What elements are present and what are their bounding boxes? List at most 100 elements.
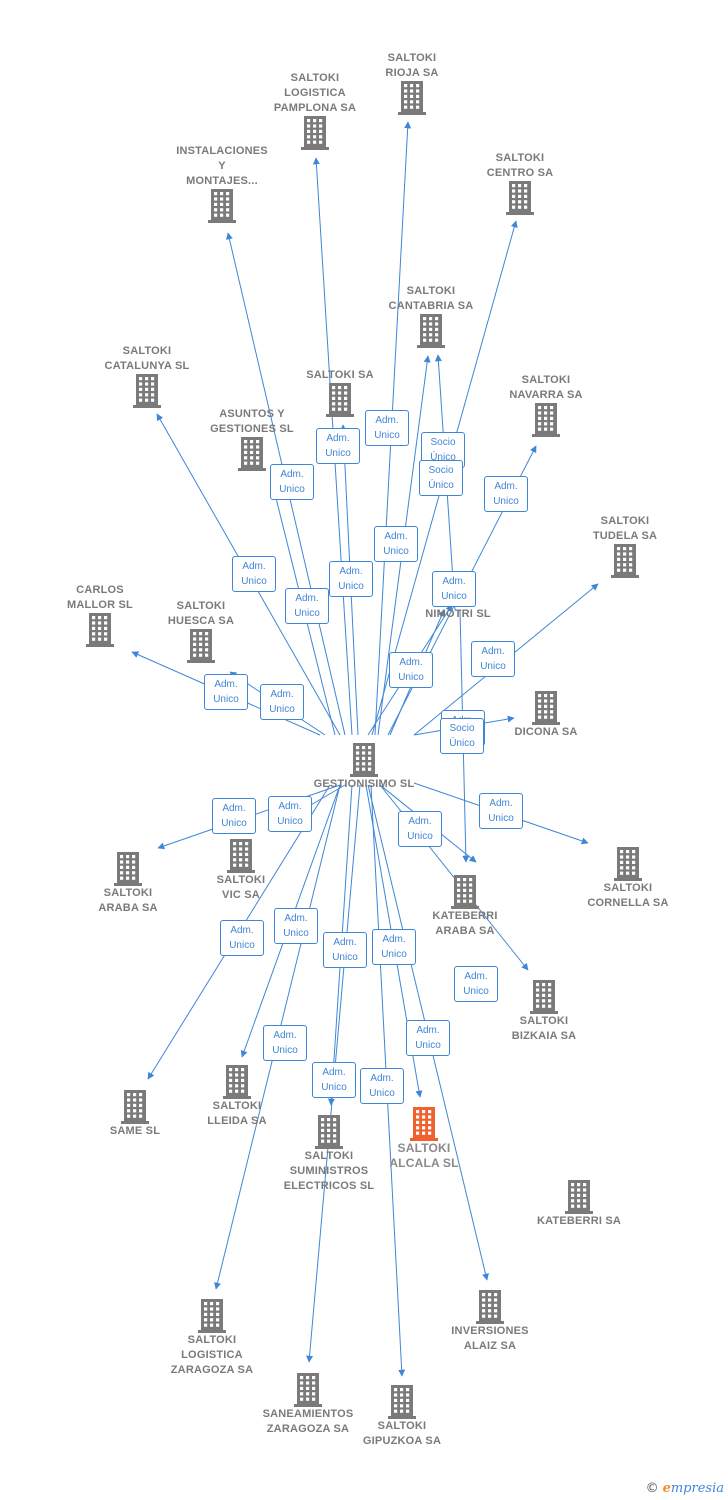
company-name: SALTOKI NAVARRA SA (509, 374, 583, 401)
building-icon (410, 1107, 438, 1141)
edge-label[interactable]: Adm. Unico (220, 920, 264, 956)
company-name: SALTOKI CANTABRIA SA (388, 285, 474, 312)
company-node[interactable]: CARLOS MALLOR SL (35, 583, 165, 647)
building-icon (86, 613, 114, 647)
company-name: ASUNTOS Y GESTIONES SL (210, 408, 294, 435)
company-node[interactable]: SALTOKI RIOJA SA (347, 51, 477, 115)
company-node[interactable]: SALTOKI BIZKAIA SA (479, 980, 609, 1044)
company-name: SALTOKI BIZKAIA SA (511, 1015, 577, 1042)
edge-label[interactable]: Adm. Unico (360, 1068, 404, 1104)
edge-label[interactable]: Adm. Unico (374, 526, 418, 562)
empresia-logo: ©empresia (646, 1481, 724, 1496)
building-icon (476, 1290, 504, 1324)
edge-label[interactable]: Adm. Unico (263, 1025, 307, 1061)
company-node[interactable]: SALTOKI CANTABRIA SA (366, 284, 496, 348)
edge-label[interactable]: Adm. Unico (479, 793, 523, 829)
edge-label[interactable]: Adm. Unico (204, 674, 248, 710)
company-name: SALTOKI SA (306, 369, 374, 381)
building-icon (294, 1373, 322, 1407)
company-node[interactable]: SALTOKI GIPUZKOA SA (337, 1385, 467, 1449)
building-icon (614, 847, 642, 881)
company-node[interactable]: KATEBERRI SA (514, 1180, 644, 1229)
edge-label[interactable]: Adm. Unico (316, 428, 360, 464)
edge-label[interactable]: Adm. Unico (365, 410, 409, 446)
building-icon (227, 839, 255, 873)
company-name: NIMOTRI SL (425, 608, 491, 620)
edge-label[interactable]: Adm. Unico (274, 908, 318, 944)
edge-label[interactable]: Adm. Unico (268, 796, 312, 832)
building-icon (565, 1180, 593, 1214)
company-name: SALTOKI LOGISTICA ZARAGOZA SA (170, 1334, 254, 1376)
company-node[interactable]: GESTIONISIMO SL (299, 743, 429, 792)
company-node[interactable]: SALTOKI CENTRO SA (455, 151, 585, 215)
edge-label[interactable]: Socio Único (440, 718, 484, 754)
edge-label[interactable]: Adm. Unico (454, 966, 498, 1002)
company-node[interactable]: SALTOKI LLEIDA SA (172, 1065, 302, 1129)
company-node[interactable]: SALTOKI NAVARRA SA (481, 373, 611, 437)
edge-label[interactable]: Adm. Unico (312, 1062, 356, 1098)
company-node[interactable]: SALTOKI SUMINISTROS ELECTRICOS SL (264, 1115, 394, 1194)
building-icon (398, 81, 426, 115)
company-node[interactable]: SALTOKI LOGISTICA ZARAGOZA SA (147, 1299, 277, 1378)
company-name: SALTOKI ALCALA SL (389, 1141, 459, 1170)
company-name: SALTOKI LLEIDA SA (207, 1100, 267, 1127)
company-name: SALTOKI VIC SA (216, 874, 266, 901)
edge-label[interactable]: Adm. Unico (471, 641, 515, 677)
building-icon (187, 629, 215, 663)
company-name: SALTOKI CENTRO SA (486, 152, 554, 179)
edge-label[interactable]: Adm. Unico (285, 588, 329, 624)
company-name: KATEBERRI ARABA SA (432, 910, 498, 937)
company-node[interactable]: INVERSIONES ALAIZ SA (425, 1290, 555, 1354)
company-name: SALTOKI ARABA SA (98, 887, 158, 914)
edge-label[interactable]: Adm. Unico (260, 684, 304, 720)
building-icon (133, 374, 161, 408)
company-name: INVERSIONES ALAIZ SA (451, 1325, 529, 1352)
company-name: INSTALACIONES Y MONTAJES... (176, 145, 268, 187)
company-name: SALTOKI TUDELA SA (592, 515, 658, 542)
building-icon (532, 691, 560, 725)
company-node[interactable]: KATEBERRI ARABA SA (400, 875, 530, 939)
edge-label[interactable]: Adm. Unico (398, 811, 442, 847)
building-icon (121, 1090, 149, 1124)
company-node[interactable]: SALTOKI CATALUNYA SL (82, 344, 212, 408)
edge-label[interactable]: Adm. Unico (432, 571, 476, 607)
company-node[interactable]: SALTOKI CORNELLA SA (563, 847, 693, 911)
company-node[interactable]: SALTOKI HUESCA SA (136, 599, 266, 663)
company-node[interactable]: INSTALACIONES Y MONTAJES... (157, 144, 287, 223)
company-node[interactable]: DICONA SA (481, 691, 611, 740)
company-node[interactable]: SALTOKI VIC SA (176, 839, 306, 903)
copyright-symbol: © (645, 1481, 659, 1496)
company-name: DICONA SA (514, 726, 578, 738)
edge-label[interactable]: Adm. Unico (329, 561, 373, 597)
company-node[interactable]: ASUNTOS Y GESTIONES SL (187, 407, 317, 471)
building-icon (350, 743, 378, 777)
building-icon (388, 1385, 416, 1419)
edge-label[interactable]: Adm. Unico (212, 798, 256, 834)
company-node[interactable]: SAME SL (70, 1090, 200, 1139)
edge-label[interactable]: Adm. Unico (484, 476, 528, 512)
building-icon (506, 181, 534, 215)
company-node[interactable]: SALTOKI ARABA SA (63, 852, 193, 916)
edge-label[interactable]: Adm. Unico (270, 464, 314, 500)
edge-label[interactable]: Adm. Unico (232, 556, 276, 592)
edge-label[interactable]: Adm. Unico (323, 932, 367, 968)
company-name: SAME SL (109, 1125, 161, 1137)
building-icon (315, 1115, 343, 1149)
building-icon (223, 1065, 251, 1099)
building-icon (238, 437, 266, 471)
company-name: CARLOS MALLOR SL (67, 584, 133, 611)
building-icon (326, 383, 354, 417)
company-node[interactable]: SALTOKI TUDELA SA (560, 514, 690, 578)
company-node[interactable]: SALTOKI ALCALA SL (359, 1107, 489, 1171)
building-icon (611, 544, 639, 578)
building-icon (198, 1299, 226, 1333)
company-node[interactable]: SANEAMIENTOS ZARAGOZA SA (243, 1373, 373, 1437)
company-node[interactable]: SALTOKI LOGISTICA PAMPLONA SA (250, 71, 380, 150)
edge-label[interactable]: Adm. Unico (389, 652, 433, 688)
edge-label[interactable]: Adm. Unico (372, 929, 416, 965)
building-icon (208, 189, 236, 223)
edge-label[interactable]: Adm. Unico (406, 1020, 450, 1056)
edge-label[interactable]: Socio Único (419, 460, 463, 496)
company-name: SALTOKI RIOJA SA (385, 52, 439, 79)
company-node[interactable]: SALTOKI SA (275, 368, 405, 417)
